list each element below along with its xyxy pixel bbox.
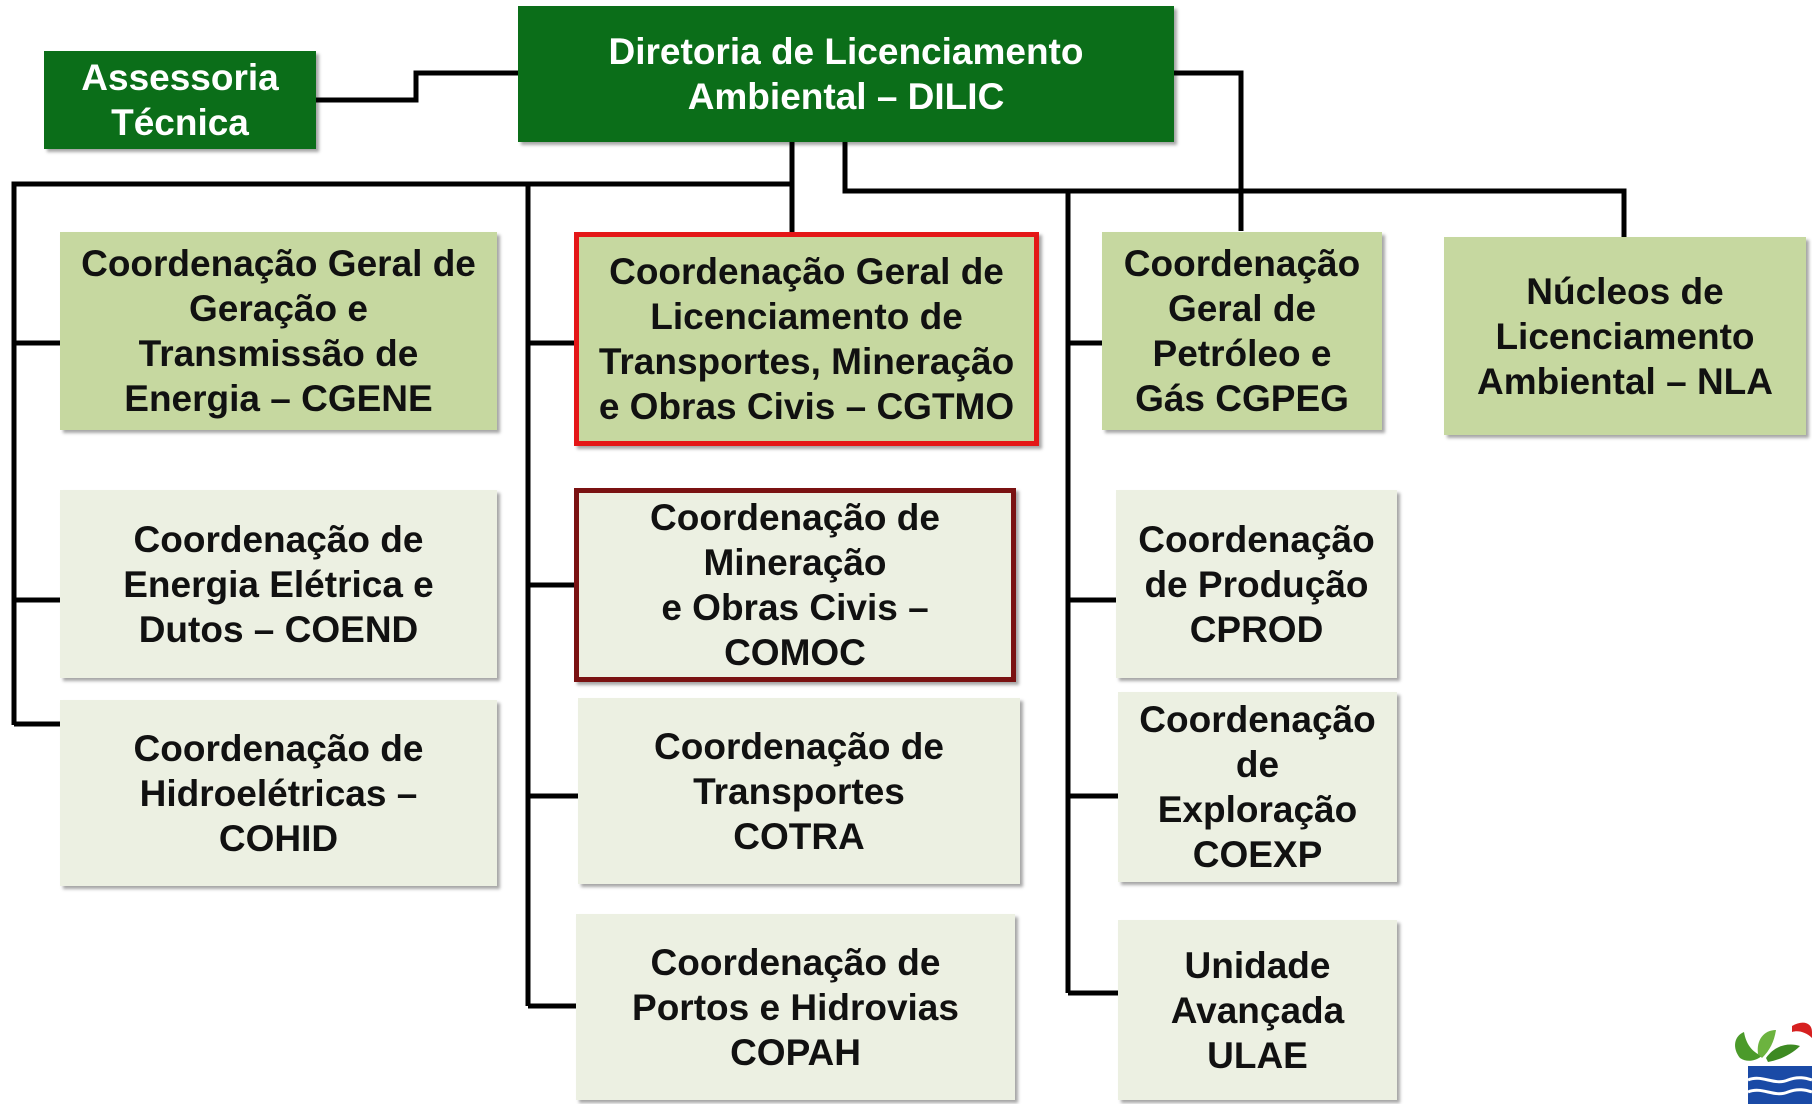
node-dilic: Diretoria de Licenciamento Ambiental – D…: [518, 6, 1174, 142]
node-copah-label: Coordenação de Portos e Hidrovias COPAH: [632, 941, 959, 1073]
connector-cgpeg: [1174, 70, 1244, 231]
node-assessoria-label: Assessoria Técnica: [81, 57, 279, 143]
node-coend: Coordenação de Energia Elétrica e Dutos …: [60, 490, 497, 678]
node-cgpeg-label: Coordenação Geral de Petróleo e Gás CGPE…: [1123, 243, 1361, 419]
node-cgtmo-label: Coordenação Geral de Licenciamento de Tr…: [598, 251, 1015, 427]
node-cohid: Coordenação de Hidroelétricas – COHID: [60, 700, 497, 886]
node-cgpeg: Coordenação Geral de Petróleo e Gás CGPE…: [1102, 232, 1382, 430]
connector-left-trunk: [11, 142, 795, 725]
node-cgene-label: Coordenação Geral de Geração e Transmiss…: [81, 243, 476, 419]
ibama-leaf-logo-icon: [1735, 1022, 1812, 1104]
node-ulae-label: Unidade Avançada ULAE: [1170, 944, 1345, 1076]
node-cohid-label: Coordenação de Hidroelétricas – COHID: [133, 727, 424, 859]
node-comoc-label: Coordenação de Mineração e Obras Civis –…: [650, 497, 940, 673]
node-dilic-label: Diretoria de Licenciamento Ambiental – D…: [608, 31, 1084, 117]
node-assessoria-tecnica: Assessoria Técnica: [44, 51, 316, 149]
connector-assessoria: [316, 70, 518, 103]
node-coexp-label: Coordenação de Exploração COEXP: [1139, 699, 1376, 875]
node-nla-label: Núcleos de Licenciamento Ambiental – NLA: [1476, 270, 1774, 402]
node-copah: Coordenação de Portos e Hidrovias COPAH: [576, 914, 1015, 1100]
node-cprod: Coordenação de Produção CPROD: [1116, 490, 1397, 678]
node-comoc: Coordenação de Mineração e Obras Civis –…: [574, 488, 1016, 682]
connector-right-trunk: [842, 142, 1627, 237]
node-coexp: Coordenação de Exploração COEXP: [1118, 692, 1397, 882]
node-coend-label: Coordenação de Energia Elétrica e Dutos …: [123, 518, 434, 650]
node-nla: Núcleos de Licenciamento Ambiental – NLA: [1444, 237, 1806, 435]
node-cgene: Coordenação Geral de Geração e Transmiss…: [60, 232, 497, 430]
node-cotra-label: Coordenação de Transportes COTRA: [654, 725, 944, 857]
node-ulae: Unidade Avançada ULAE: [1118, 920, 1397, 1100]
node-cotra: Coordenação de Transportes COTRA: [578, 698, 1020, 884]
node-cprod-label: Coordenação de Produção CPROD: [1138, 518, 1375, 650]
node-cgtmo: Coordenação Geral de Licenciamento de Tr…: [574, 232, 1039, 446]
